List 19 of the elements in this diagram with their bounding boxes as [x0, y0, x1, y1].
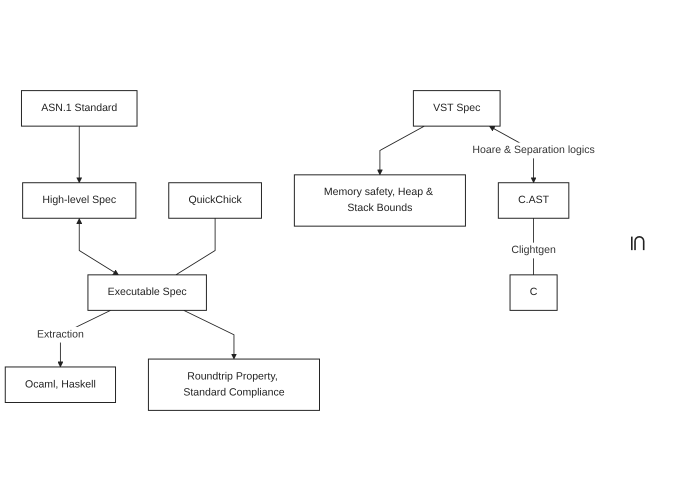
node-box: C.AST — [498, 182, 570, 219]
node-box: QuickChick — [168, 182, 262, 219]
arrow — [76, 126, 82, 183]
node-box: C — [510, 274, 558, 311]
edge-label: Clightgen — [511, 244, 556, 256]
node-box: Executable Spec — [87, 274, 207, 311]
node-box: High-level Spec — [22, 182, 136, 219]
arrow — [183, 310, 237, 360]
connector — [175, 218, 216, 276]
node-box: Ocaml, Haskell — [4, 366, 116, 403]
subset-symbol: ⊆ — [625, 234, 651, 252]
edge-label: Hoare & Separation logics — [472, 144, 595, 156]
arrow — [76, 218, 119, 276]
node-box: ASN.1 Standard — [20, 90, 138, 127]
edge-label: Extraction — [36, 328, 84, 340]
arrow — [377, 126, 425, 176]
node-box: VST Spec — [412, 90, 501, 127]
node-box: Roundtrip Property, Standard Compliance — [148, 358, 320, 411]
node-box: Memory safety, Heap & Stack Bounds — [294, 174, 466, 227]
